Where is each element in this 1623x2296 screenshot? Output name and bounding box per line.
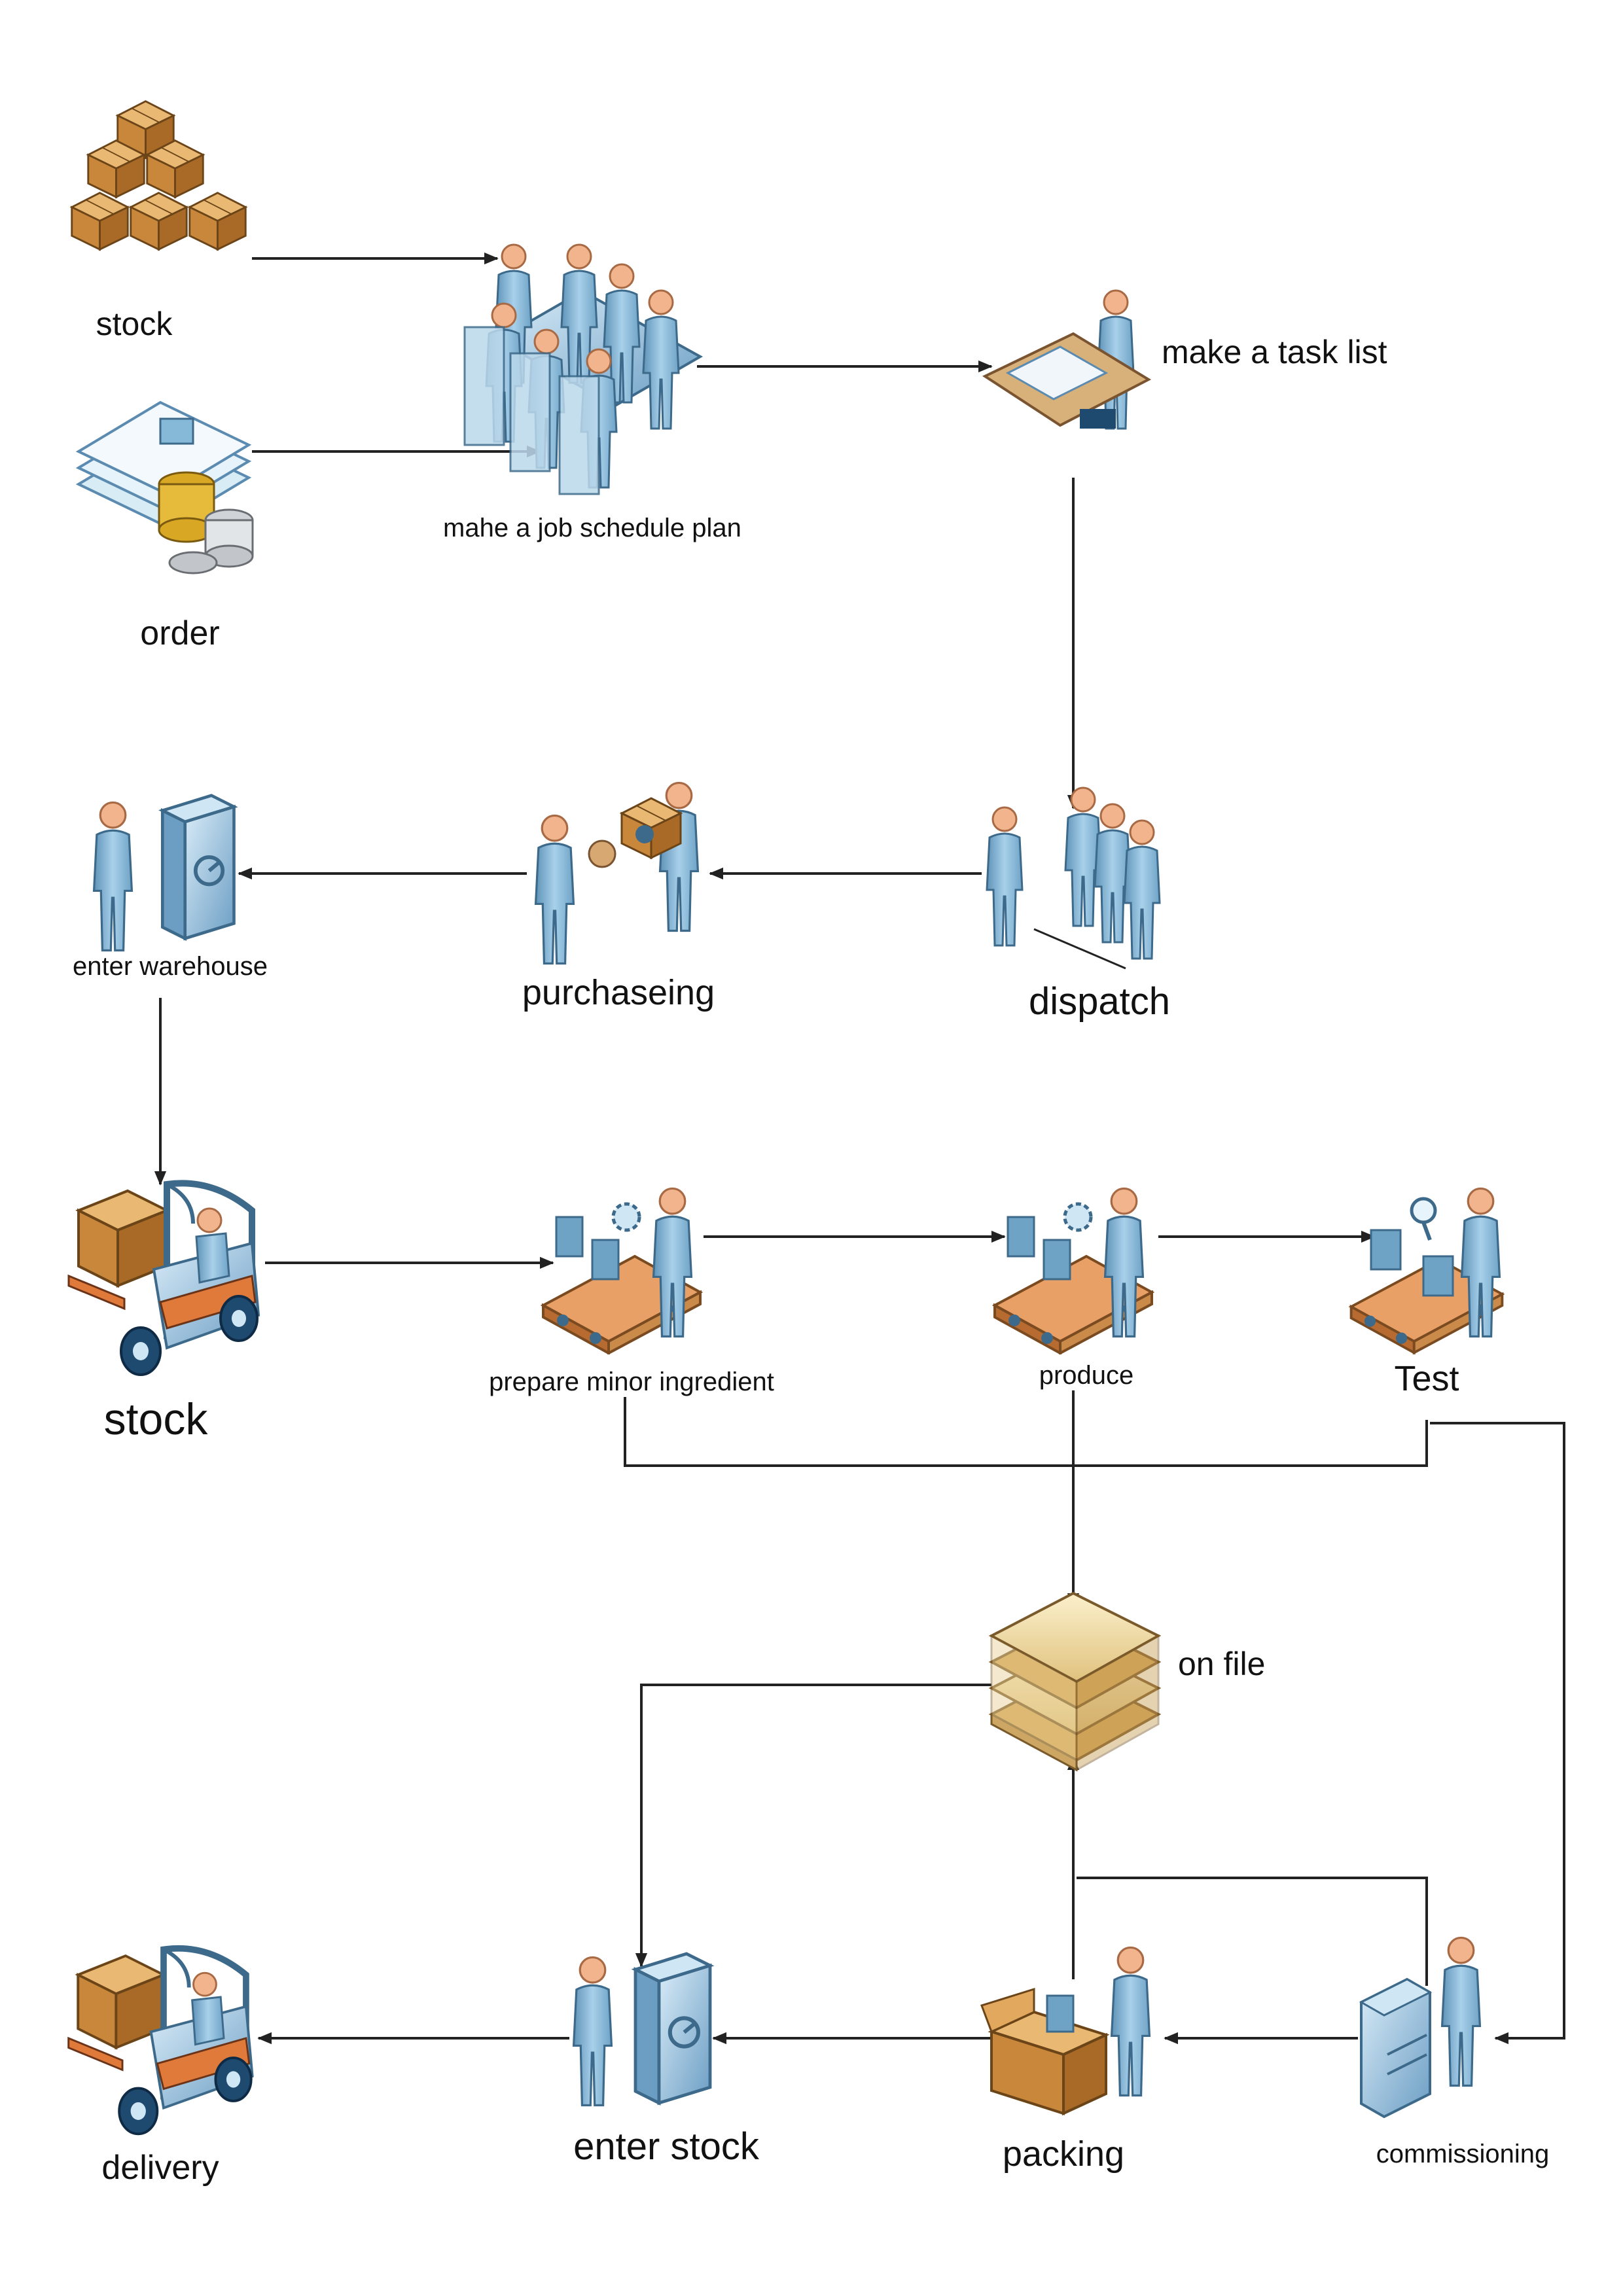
node-label: enter stock	[573, 2125, 760, 2168]
assembly-line-worker-icon	[542, 1187, 702, 1354]
node-label: packing	[1003, 2134, 1124, 2174]
node-label: make a task list	[1162, 334, 1387, 370]
group-of-workers-icon	[986, 786, 1161, 970]
forklift-icon	[69, 1183, 259, 1375]
connector-commissioning-to-onfile	[1077, 1877, 1428, 1986]
node-label: mahe a job schedule plan	[443, 514, 741, 542]
person-at-desk-icon	[982, 289, 1152, 430]
node-purchasing[interactable]: purchaseing	[522, 781, 715, 1012]
forklift-icon	[69, 1949, 253, 2134]
node-test[interactable]: Test	[1349, 1187, 1504, 1398]
node-label: order	[140, 614, 219, 652]
node-produce[interactable]: produce	[993, 1187, 1153, 1390]
person-packing-box-icon	[980, 1946, 1151, 2116]
node-label: enter warehouse	[73, 952, 268, 981]
node-job-plan[interactable]: mahe a job schedule plan	[443, 243, 741, 542]
node-commissioning[interactable]: commissioning	[1359, 1936, 1550, 2168]
file-stack-icon	[988, 1591, 1162, 1772]
node-delivery[interactable]: delivery	[69, 1949, 253, 2187]
node-label: delivery	[101, 2149, 219, 2187]
node-enter-stock[interactable]: enter stock	[572, 1954, 760, 2168]
node-label: commissioning	[1376, 2140, 1550, 2168]
node-label: stock	[104, 1394, 209, 1444]
node-prepare-minor[interactable]: prepare minor ingredient	[489, 1187, 774, 1396]
node-label: stock	[96, 306, 173, 342]
connector-test-to-commissioning	[1430, 1422, 1565, 2045]
node-label: purchaseing	[522, 973, 715, 1012]
node-task-list[interactable]: make a task list	[982, 289, 1387, 430]
person-handing-package-icon	[534, 781, 700, 965]
node-label: Test	[1394, 1359, 1459, 1398]
node-label: on file	[1178, 1646, 1265, 1682]
cardboard-boxes-icon	[71, 100, 247, 251]
connector-onfile-to-enterstock	[635, 1684, 991, 1968]
node-label: dispatch	[1029, 980, 1170, 1023]
node-on-file[interactable]: on file	[988, 1591, 1265, 1772]
connectors	[154, 252, 1565, 2045]
node-label: produce	[1039, 1361, 1134, 1390]
node-dispatch[interactable]: dispatch	[986, 786, 1170, 1023]
person-at-safe-icon	[572, 1954, 710, 2107]
node-order[interactable]: order	[75, 400, 254, 652]
node-stock-top[interactable]: stock	[71, 100, 247, 342]
person-at-machine-icon	[1359, 1936, 1482, 2119]
inspector-conveyor-icon	[1349, 1187, 1504, 1354]
connector-prepare-test-bracket	[624, 1397, 1428, 1467]
assembly-line-worker-icon	[993, 1187, 1153, 1354]
documents-and-coins-icon	[75, 400, 254, 574]
node-label: prepare minor ingredient	[489, 1368, 774, 1396]
person-at-safe-icon	[92, 796, 234, 952]
node-enter-warehouse[interactable]: enter warehouse	[73, 796, 268, 981]
node-packing[interactable]: packing	[980, 1946, 1151, 2174]
node-stock-forklift[interactable]: stock	[69, 1183, 259, 1444]
meeting-table-icon	[463, 243, 704, 495]
